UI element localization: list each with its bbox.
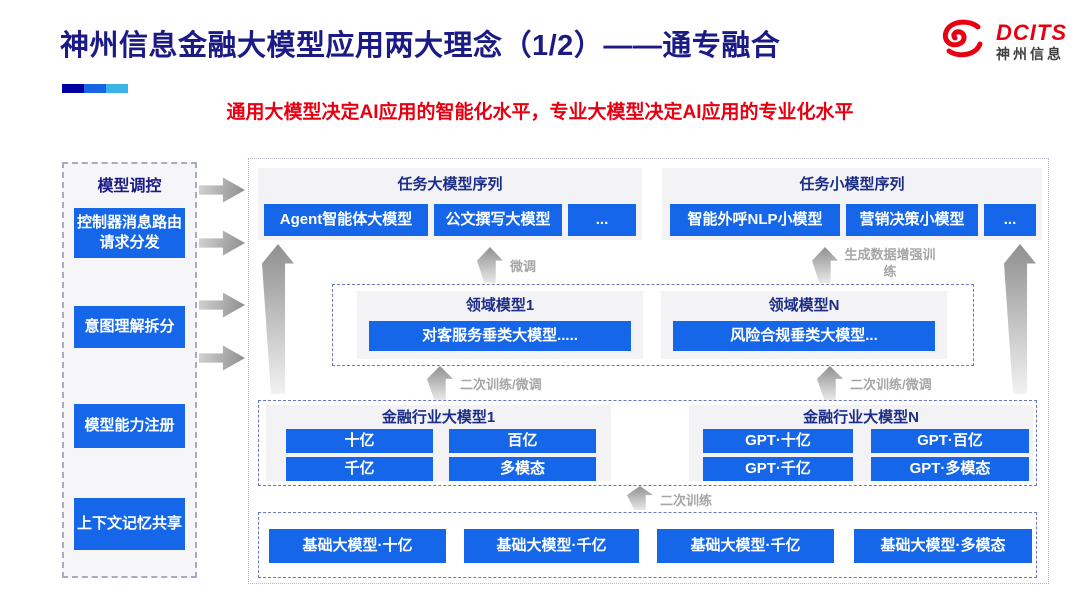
sidebar-item-intent: 意图理解拆分 [74,306,185,348]
domain-box-risk-compliance: 风险合规垂类大模型... [673,321,935,351]
sidebar-item-context: 上下文记忆共享 [74,498,185,550]
accent-bar-segment [84,84,106,93]
company-logo: DCITS 神州信息 [938,18,1067,65]
logo-brand: DCITS [996,19,1067,45]
retrain-label: 二次训练 [660,493,713,508]
accent-bar-segment [106,84,128,93]
industry-box-gpt-10b: GPT·百亿 [871,429,1029,453]
industry-model-1-header: 金融行业大模型1 [381,409,496,426]
industry-box-gpt-1b: GPT·十亿 [703,429,853,453]
finetune-label: 微调 [510,259,537,274]
task-large-model-panel: 任务大模型序列 Agent智能体大模型 公文撰写大模型 ... [258,168,642,240]
arrow-right-icon [199,292,245,318]
domain-model-container: 领域模型1 对客服务垂类大模型..... 领域模型N 风险合规垂类大模型... [332,284,974,366]
domain-model-n-header: 领域模型N [768,297,840,314]
main-diagram-container [248,158,1049,584]
industry-box-multimodal: 多模态 [449,457,596,481]
task-small-model-header: 任务小模型序列 [799,176,905,193]
task-box-document: 公文撰写大模型 [434,204,562,236]
industry-box-gpt-100b: GPT·千亿 [703,457,853,481]
industry-box-10b: 百亿 [449,429,596,453]
base-model-section: 基础大模型·十亿 基础大模型·千亿 基础大模型·千亿 基础大模型·多模态 [258,512,1037,578]
arrow-right-icon [199,230,245,256]
domain-box-customer-service: 对客服务垂类大模型..... [369,321,631,351]
domain-model-n-panel: 领域模型N 风险合规垂类大模型... [661,291,947,359]
model-control-sidebar: 模型调控 控制器消息路由请求分发 意图理解拆分 模型能力注册 上下文记忆共享 [62,162,197,578]
page-title: 神州信息金融大模型应用两大理念（1/2）——通专融合 [60,30,781,62]
industry-model-section: 金融行业大模型1 十亿 百亿 千亿 多模态 金融行业大模型N GPT·十亿 GP… [258,400,1037,486]
slide-subtitle: 通用大模型决定AI应用的智能化水平，专业大模型决定AI应用的专业化水平 [226,102,854,123]
dcits-swirl-icon [938,18,988,65]
industry-model-1-panel: 金融行业大模型1 十亿 百亿 千亿 多模态 [266,405,611,481]
task-small-model-panel: 任务小模型序列 智能外呼NLP小模型 营销决策小模型 ... [662,168,1042,240]
task-box-more: ... [984,204,1036,236]
task-box-more: ... [568,204,636,236]
industry-box-gpt-multimodal: GPT·多模态 [871,457,1029,481]
task-box-nlp-call: 智能外呼NLP小模型 [670,204,840,236]
logo-text: DCITS 神州信息 [996,19,1067,63]
task-box-agent: Agent智能体大模型 [264,204,428,236]
sidebar-item-register: 模型能力注册 [74,404,185,448]
sidebar-header: 模型调控 [97,178,162,195]
arrow-right-icon [199,177,245,203]
arrow-right-icon [199,345,245,371]
base-box-100b-2: 基础大模型·千亿 [657,529,834,563]
title-accent-bar [62,84,128,93]
domain-model-1-panel: 领域模型1 对客服务垂类大模型..... [357,291,643,359]
base-box-100b: 基础大模型·千亿 [464,529,639,563]
industry-model-n-panel: 金融行业大模型N GPT·十亿 GPT·百亿 GPT·千亿 GPT·多模态 [689,405,1033,481]
retrain-finetune-label: 二次训练/微调 [460,377,542,392]
task-box-marketing: 营销决策小模型 [846,204,978,236]
task-large-model-header: 任务大模型序列 [397,176,503,193]
domain-model-1-header: 领域模型1 [465,297,535,314]
gen-data-training-label: 生成数据增强训练 [844,247,936,279]
base-box-1b: 基础大模型·十亿 [269,529,446,563]
sidebar-item-router: 控制器消息路由请求分发 [74,208,185,258]
industry-box-100b: 千亿 [286,457,433,481]
industry-model-n-header: 金融行业大模型N [803,409,919,426]
logo-company-name: 神州信息 [996,45,1064,62]
retrain-finetune-label: 二次训练/微调 [850,377,932,392]
accent-bar-segment [62,84,84,93]
base-box-multimodal: 基础大模型·多模态 [854,529,1032,563]
industry-box-1b: 十亿 [286,429,433,453]
